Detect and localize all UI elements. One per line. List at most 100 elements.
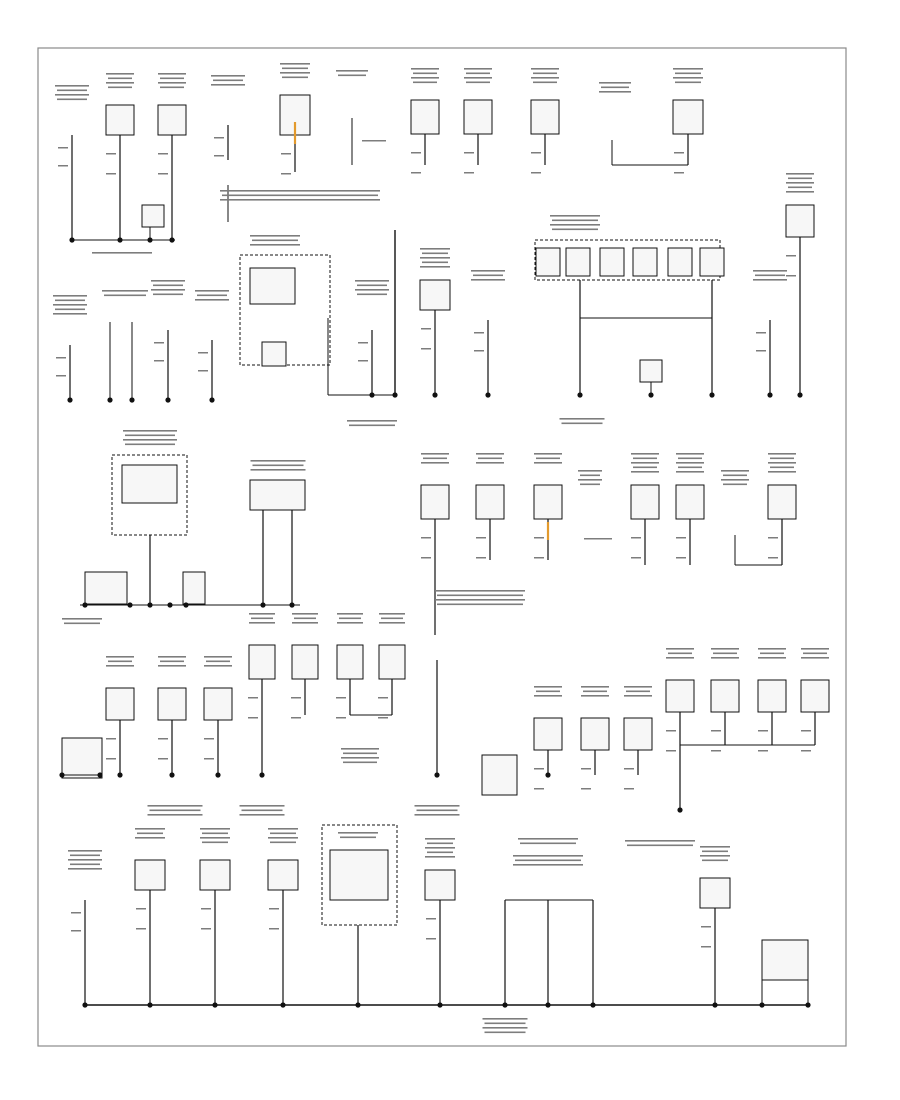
wire-code-glyph	[136, 928, 146, 930]
wire-code-glyph	[158, 153, 168, 155]
component-label	[422, 252, 448, 255]
component-label	[158, 82, 186, 84]
component-label	[513, 864, 583, 866]
component-label	[381, 617, 403, 620]
component-label	[70, 863, 100, 866]
wire-code-glyph	[426, 918, 436, 920]
component-label	[476, 462, 504, 464]
ground-point-label	[92, 252, 152, 254]
component-label	[250, 244, 300, 246]
component-label	[753, 279, 787, 281]
component-label	[280, 72, 310, 74]
ground-point-label	[482, 1018, 528, 1020]
wire-route-label	[220, 199, 380, 201]
ground-splice	[169, 772, 175, 778]
component-label	[338, 832, 378, 834]
component-label	[770, 457, 794, 460]
splice-connector	[141, 204, 165, 228]
component-label	[702, 859, 728, 862]
component-label	[534, 453, 562, 455]
component-label	[633, 457, 657, 460]
wire-code-glyph	[281, 173, 291, 175]
component-label	[675, 72, 701, 75]
wire-code-glyph	[756, 350, 766, 352]
component-label	[341, 757, 379, 759]
ground-point-label	[518, 838, 578, 840]
component-label	[624, 695, 652, 697]
component-label	[337, 622, 363, 624]
component-label	[471, 279, 505, 281]
wire-code-glyph	[476, 537, 486, 539]
wire-code-glyph	[631, 537, 641, 539]
ground-splice	[545, 772, 551, 778]
component-label	[466, 72, 490, 75]
wire-code-glyph	[358, 342, 368, 344]
component-label	[280, 63, 310, 65]
wire-code-glyph	[801, 750, 811, 752]
ground-point-label	[484, 1022, 526, 1025]
component-label	[599, 82, 631, 84]
component-connector	[378, 644, 406, 680]
component-label	[202, 832, 228, 835]
component-label	[531, 77, 559, 79]
ground-point-label	[239, 805, 285, 807]
ground-splice	[432, 392, 438, 398]
component-label	[68, 859, 102, 861]
component-label	[550, 215, 600, 217]
wire-code-glyph	[378, 717, 388, 719]
component-label	[580, 474, 600, 477]
component-label	[250, 460, 306, 462]
component-label	[336, 70, 368, 72]
component-label	[252, 239, 298, 242]
wire-code-glyph	[106, 738, 116, 740]
component-label	[700, 855, 730, 857]
component-label	[158, 656, 186, 658]
wire-code-glyph	[421, 557, 431, 559]
splice-connector	[84, 571, 128, 605]
component-label	[758, 657, 786, 659]
component-label	[106, 82, 134, 84]
ground-point-label	[627, 844, 693, 847]
component-connector	[336, 644, 364, 680]
wire-code-glyph	[426, 938, 436, 940]
ground-splice	[485, 392, 491, 398]
ground-point-label	[239, 814, 285, 816]
component-label	[721, 479, 749, 481]
wire-code-glyph	[534, 537, 544, 539]
component-label	[770, 466, 794, 469]
component-label	[343, 761, 377, 764]
component-connector	[530, 99, 560, 135]
component-label	[464, 77, 492, 79]
component-label	[583, 690, 607, 693]
component-label	[151, 280, 185, 282]
wire-code-glyph	[106, 758, 116, 760]
component-label	[768, 453, 796, 455]
component-connector	[475, 484, 505, 520]
component-label	[355, 280, 389, 282]
component-label	[292, 613, 318, 615]
ground-point-label	[482, 1027, 528, 1029]
component-label	[104, 294, 146, 297]
component-label	[123, 439, 177, 441]
component-label	[55, 308, 85, 311]
wire-code-glyph	[248, 717, 258, 719]
component-connector	[800, 679, 830, 713]
wire-code-glyph	[411, 172, 421, 174]
ground-splice	[434, 772, 440, 778]
component-label	[786, 173, 814, 175]
component-label	[758, 648, 786, 650]
component-label	[721, 470, 749, 472]
fuse-relay-connector	[565, 247, 591, 277]
wire-code-glyph	[158, 758, 168, 760]
ground-point-label	[414, 805, 460, 807]
component-label	[533, 72, 557, 75]
component-label	[513, 855, 583, 857]
wire-code-glyph	[464, 172, 474, 174]
component-label	[200, 837, 230, 839]
wire-code-glyph	[666, 730, 676, 732]
component-label	[106, 656, 134, 658]
component-label	[151, 289, 185, 291]
component-connector	[699, 877, 731, 909]
component-label	[753, 270, 787, 272]
wire-code-glyph	[676, 557, 686, 559]
